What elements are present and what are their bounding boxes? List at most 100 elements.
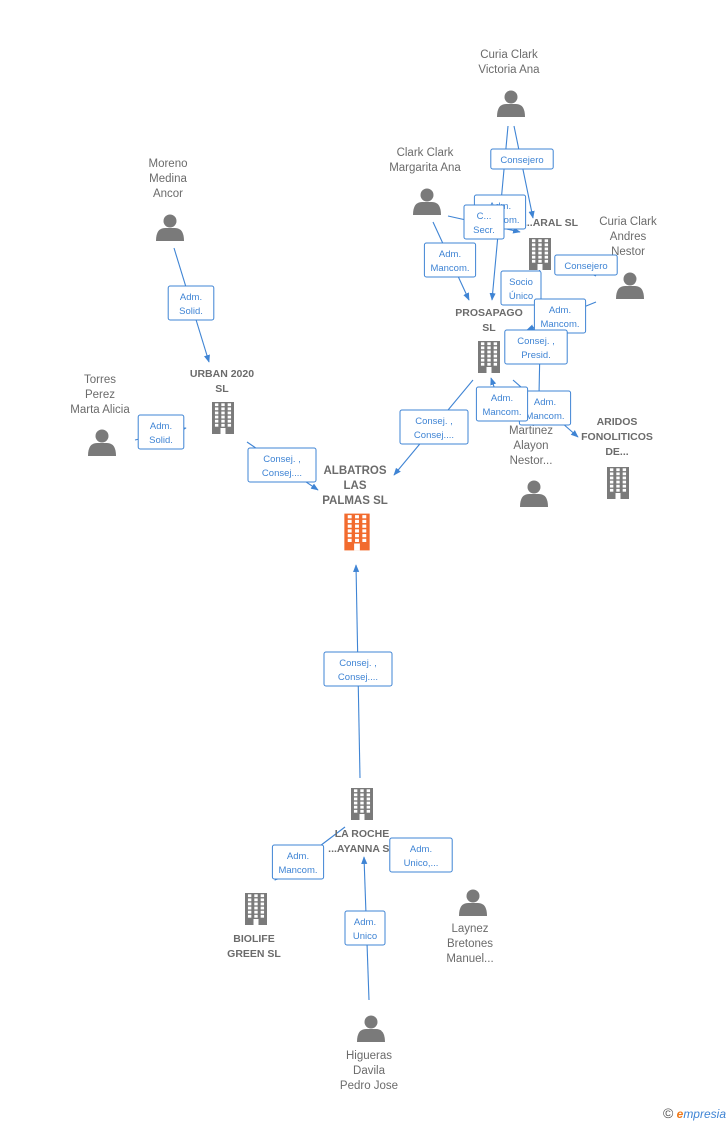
edge-badge-text: Adm.: [549, 305, 571, 316]
edge-badge-andres-prosapago[interactable]: Adm. Mancom.: [533, 298, 587, 334]
person-icon: [497, 90, 525, 117]
edge-badge-text: Adm.: [439, 249, 461, 260]
node-label: FONOLITICOS: [581, 431, 653, 443]
edge-badge-text: Consej. ,: [415, 416, 453, 427]
node-label: SL: [215, 383, 229, 395]
building-icon: [212, 402, 234, 434]
company-node-caral[interactable]: ...ARAL SL: [524, 217, 579, 270]
edge-badge-text: Adm.: [180, 292, 202, 303]
edge-badge-martinez-prosapago2[interactable]: Adm.Mancom.: [475, 386, 529, 422]
person-icon: [88, 429, 116, 456]
node-label: PALMAS SL: [322, 495, 388, 507]
node-label: Andres: [610, 231, 647, 243]
node-label: Martinez: [509, 425, 553, 437]
edge-badge-text: Único: [509, 291, 533, 302]
node-label: Victoria Ana: [478, 64, 540, 76]
edge-badge-box: [247, 447, 317, 483]
company-node-aridos[interactable]: ARIDOS FONOLITICOS DE...: [581, 416, 653, 499]
node-label: Alayon: [513, 440, 548, 452]
person-icon: [520, 480, 548, 507]
edge-badge-urban-albatros[interactable]: Consej. ,Consej....: [247, 447, 317, 483]
node-label: Perez: [85, 389, 115, 401]
edge-badge-text: Consej....: [338, 672, 378, 683]
brand-logo[interactable]: © empresia: [663, 1105, 726, 1121]
building-icon: [529, 238, 551, 270]
node-label: Nestor...: [510, 455, 553, 467]
edge-badge-box: [389, 837, 453, 873]
edge-badge-text: Socio: [509, 277, 533, 288]
node-label: Margarita Ana: [389, 162, 461, 174]
person-icon: [459, 889, 487, 916]
edge-badge-laroche-albatros[interactable]: Consej. , Consej....: [323, 651, 393, 687]
edge-badge-victoria-caral[interactable]: Consejero: [490, 148, 554, 170]
edge-badge-text: Consej. ,: [263, 454, 301, 465]
edge-badge-text: Mancom.: [525, 411, 564, 422]
edge-badge-andres-caral[interactable]: Consejero: [554, 254, 618, 276]
edge-badge-margarita-prosapago[interactable]: Adm. Mancom.: [423, 242, 477, 278]
badges-layer: Adm.Solid.Adm.Solid.Consej. ,Consej....C…: [137, 148, 618, 946]
node-label: Davila: [353, 1065, 386, 1077]
node-label: Manuel...: [446, 953, 493, 965]
edges-layer: [134, 125, 597, 1001]
person-icon: [156, 214, 184, 241]
edge-badge-text: Unico: [353, 931, 377, 942]
building-icon: [478, 341, 500, 373]
edge-badge-box: [554, 254, 618, 276]
edge-badge-text: Solid.: [149, 435, 173, 446]
edge-badge-margarita-caral[interactable]: C...Secr.: [463, 204, 505, 240]
node-label: Medina: [149, 173, 187, 185]
node-label: Pedro Jose: [340, 1080, 398, 1092]
edge-badge-text: Mancom.: [482, 407, 521, 418]
edge-badge-text: Mancom.: [430, 263, 469, 274]
edge-badge-laynez-laroche[interactable]: Adm. Unico,...: [389, 837, 453, 873]
edge-badge-laroche-biolife[interactable]: Adm.Mancom.: [271, 844, 325, 880]
edge-badge-text: Consej. ,: [339, 658, 377, 669]
company-node-laroche[interactable]: LA ROCHE...AYANNA SL: [328, 788, 396, 855]
edge-badge-text: C...: [477, 211, 492, 222]
edge-badge-prosapago-albatros[interactable]: Consej. ,Consej....: [399, 409, 469, 445]
node-label: ...ARAL SL: [524, 217, 579, 229]
edge-badge-torres-urban[interactable]: Adm. Solid.: [137, 414, 185, 450]
edge-badge-text: Consejero: [500, 155, 543, 166]
edge-badge-moreno-urban[interactable]: Adm.Solid.: [167, 285, 215, 321]
edge-badge-higueras-laroche[interactable]: Adm.Unico: [344, 910, 386, 946]
edge-badge-text: Consej. ,: [517, 336, 555, 347]
edge-badge-text: Mancom.: [540, 319, 579, 330]
edge-badge-text: Adm.: [150, 421, 172, 432]
edge-badge-box: [323, 651, 393, 687]
node-label: Ancor: [153, 188, 183, 200]
person-node-laynez[interactable]: LaynezBretonesManuel...: [446, 889, 494, 966]
node-label: Clark Clark: [397, 147, 454, 159]
node-label: DE...: [605, 446, 628, 458]
edge-badge-text: Unico,...: [404, 858, 439, 869]
edge-badge-text: Mancom.: [278, 865, 317, 876]
person-node-martinez[interactable]: MartinezAlayonNestor...: [509, 425, 553, 507]
node-label: Torres: [84, 374, 116, 386]
edge-victoria-caral: [513, 125, 535, 219]
node-label: ALBATROS: [323, 465, 386, 477]
person-icon: [413, 188, 441, 215]
node-label: ARIDOS: [597, 416, 638, 428]
edge-badge-text: Adm.: [410, 844, 432, 855]
edge-badge-box: [490, 148, 554, 170]
brand-first-letter: e: [676, 1107, 684, 1121]
node-label: Nestor: [611, 246, 645, 258]
edge-badge-box: [344, 910, 386, 946]
edge-badge-martinez-aridos[interactable]: Adm.Mancom.: [518, 390, 572, 426]
node-label: ...AYANNA SL: [328, 843, 396, 855]
edge-badge-martinez-prosapago[interactable]: Consej. ,Presid.: [504, 329, 568, 365]
edge-badge-box: [500, 270, 542, 306]
